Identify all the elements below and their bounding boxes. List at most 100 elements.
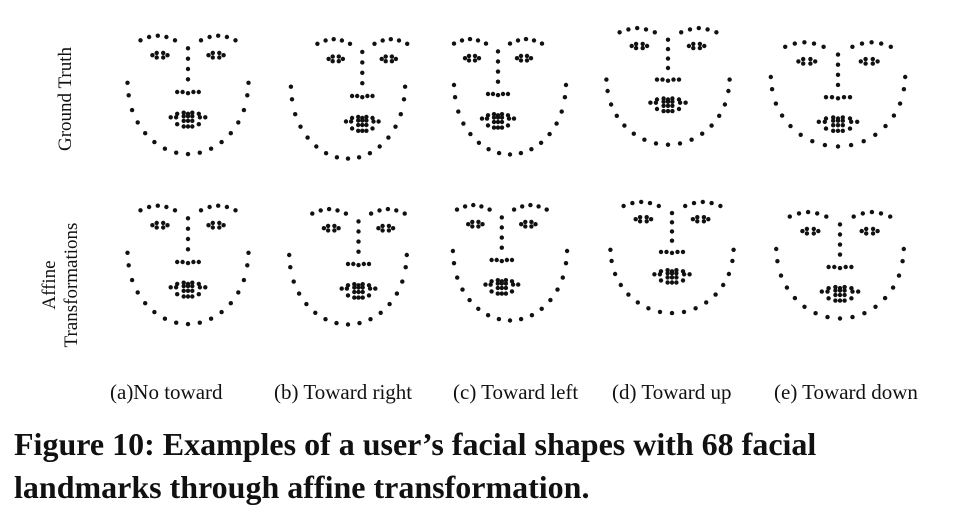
landmark-point — [835, 62, 841, 67]
landmark-point — [674, 271, 679, 276]
landmark-point — [859, 228, 864, 234]
landmark-point — [768, 74, 773, 80]
landmark-point — [669, 271, 675, 276]
landmark-point — [185, 118, 191, 124]
landmark-point — [495, 278, 500, 283]
landmark-point — [217, 50, 222, 56]
landmark-point — [796, 211, 802, 216]
landmark-point — [360, 295, 365, 300]
landmark-point — [773, 101, 779, 106]
landmark-point — [676, 106, 682, 112]
landmark-point — [612, 271, 618, 277]
landmark-point — [379, 56, 384, 62]
landmark-point — [216, 33, 221, 38]
landmark-point — [356, 118, 361, 123]
landmark-point — [332, 223, 337, 229]
landmark-point — [364, 118, 369, 123]
landmark-point — [555, 287, 560, 292]
landmark-point — [802, 40, 807, 45]
landmark-point — [466, 53, 472, 59]
landmark-point — [718, 203, 723, 209]
landmark-point — [804, 231, 810, 236]
landmark-point — [528, 56, 534, 61]
landmark-point — [661, 103, 666, 109]
landmark-point — [826, 296, 831, 301]
landmark-point — [175, 281, 180, 287]
landmark-point — [529, 313, 535, 318]
landmark-point — [161, 220, 166, 226]
landmark-point — [864, 231, 869, 236]
landmark-point — [665, 56, 671, 61]
landmark-point — [654, 106, 660, 112]
landmark-point — [709, 200, 714, 206]
landmark-point — [471, 202, 476, 208]
landmark-point — [313, 310, 318, 315]
landmark-point — [370, 126, 375, 131]
landmark-point — [560, 275, 565, 280]
landmark-point — [518, 53, 524, 59]
face-landmarks-8 — [450, 202, 570, 323]
landmark-point — [495, 49, 501, 54]
landmark-point — [842, 292, 847, 298]
landmark-point — [891, 113, 897, 118]
landmark-point — [360, 70, 365, 76]
landmark-point — [500, 91, 506, 97]
landmark-point — [219, 139, 224, 145]
landmark-point — [644, 43, 650, 49]
landmark-point — [823, 95, 829, 100]
landmark-point — [496, 150, 502, 156]
landmark-point — [495, 119, 501, 125]
landmark-point — [800, 228, 805, 234]
landmark-point — [837, 292, 843, 298]
landmark-point — [855, 119, 860, 125]
landmark-point — [345, 261, 351, 267]
landmark-point — [323, 317, 328, 322]
landmark-point — [499, 291, 504, 296]
landmark-point — [135, 290, 140, 295]
landmark-point — [499, 225, 504, 230]
landmark-point — [450, 248, 456, 254]
landmark-point — [393, 56, 399, 62]
landmark-point — [863, 56, 868, 62]
landmark-point — [373, 286, 378, 291]
landmark-point — [499, 119, 505, 125]
landmark-point — [400, 279, 405, 284]
landmark-point — [364, 128, 369, 133]
landmark-point — [674, 280, 679, 285]
landmark-point — [883, 123, 888, 129]
landmark-point — [639, 199, 644, 205]
landmark-point — [476, 140, 482, 145]
landmark-point — [467, 297, 472, 303]
landmark-point — [455, 275, 460, 280]
landmark-point — [674, 268, 679, 273]
landmark-point — [129, 277, 135, 283]
landmark-point — [360, 128, 365, 133]
landmark-point — [185, 66, 191, 72]
landmark-point — [321, 226, 327, 231]
landmark-point — [870, 61, 875, 66]
landmark-point — [298, 124, 303, 129]
landmark-point — [629, 43, 634, 49]
landmark-point — [360, 118, 365, 123]
landmark-point — [687, 27, 693, 32]
landmark-point — [829, 95, 835, 100]
landmark-point — [190, 288, 195, 293]
landmark-point — [626, 27, 631, 32]
landmark-point — [326, 56, 331, 62]
landmark-point — [533, 222, 538, 227]
landmark-point — [701, 219, 707, 224]
landmark-point — [475, 38, 481, 43]
landmark-point — [697, 45, 703, 51]
landmark-point — [675, 249, 680, 255]
landmark-point — [185, 226, 191, 231]
landmark-point — [219, 309, 224, 315]
landmark-point — [520, 204, 525, 209]
landmark-point — [289, 97, 295, 102]
landmark-point — [185, 56, 191, 61]
landmark-point — [394, 208, 399, 213]
landmark-point — [485, 313, 491, 318]
landmark-point — [510, 282, 516, 287]
landmark-point — [714, 30, 719, 35]
landmark-point — [360, 60, 365, 65]
landmark-point — [351, 261, 356, 267]
